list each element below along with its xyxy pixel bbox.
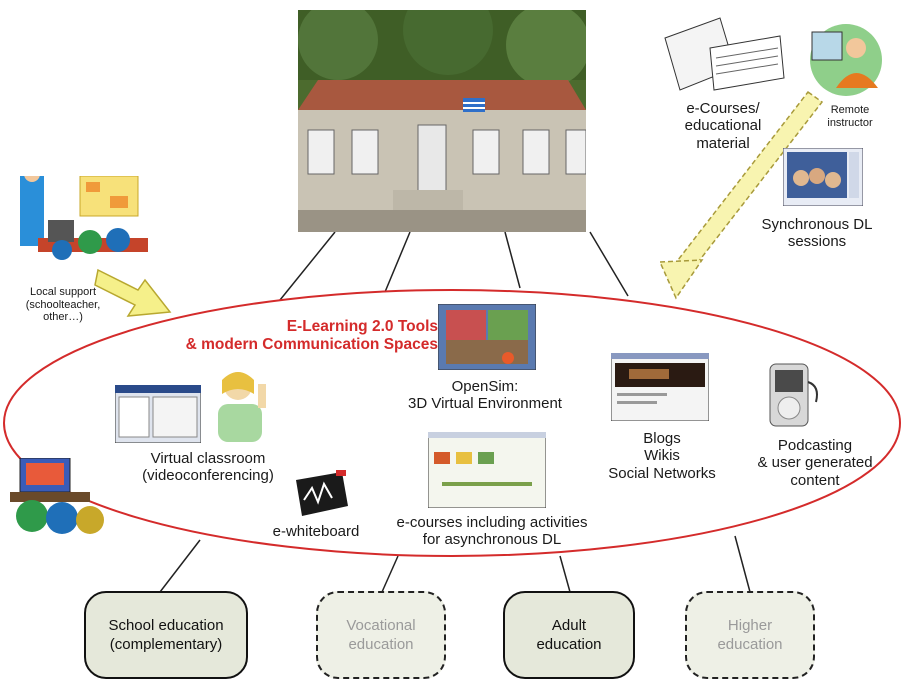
ecourses-line1: e-courses including activities (396, 514, 588, 531)
virtual-classroom-screenshot (115, 385, 201, 443)
opensim-line1: OpenSim: (451, 378, 519, 395)
ecourses-material-line3: material (696, 134, 750, 152)
local-support-arrow (94, 268, 172, 317)
tools-ellipse (3, 289, 901, 557)
adult-education-line2: education (536, 636, 602, 653)
virtual-classroom-line1: Virtual classroom (150, 450, 266, 467)
blogs-line3: Social Networks (608, 464, 716, 482)
students-computer-illustration (10, 458, 104, 534)
ecourses-material-label: e-Courses/ educational material (668, 100, 778, 152)
opensim-line2: 3D Virtual Environment (408, 395, 562, 413)
school-photo (298, 10, 586, 232)
opensim-screenshot (438, 304, 536, 370)
ecourses-material-line1: e-Courses/ (686, 100, 760, 117)
school-education-line1: School education (108, 616, 224, 634)
center-title: E-Learning 2.0 Tools & modern Communicat… (128, 318, 438, 354)
local-classroom-illustration (20, 176, 148, 260)
higher-education-box: Higher education (685, 591, 815, 679)
connector-line (559, 555, 571, 593)
remote-instructor-label: Remote instructor (818, 104, 882, 129)
vocational-education-box: Vocational education (316, 591, 446, 679)
local-support-label: Local support (schoolteacher, other…) (14, 286, 112, 324)
connector-line (279, 231, 336, 301)
ecourses-line2: for asynchronous DL (422, 531, 562, 549)
blogs-screenshot (611, 353, 709, 421)
podcasting-line3: content (790, 471, 840, 489)
remote-instructor-line2: instructor (827, 116, 873, 129)
ecourses-label: e-courses including activities for async… (372, 514, 612, 549)
ipod-illustration (769, 363, 818, 427)
whiteboard-label: e-whiteboard (272, 523, 360, 540)
books-illustration (664, 17, 785, 91)
teacher-illustration (218, 372, 266, 442)
connector-line (504, 231, 521, 289)
adult-education-line1: Adult (551, 616, 587, 634)
podcasting-line2: & user generated (757, 454, 873, 472)
connector-line (159, 539, 201, 593)
blogs-label: Blogs Wikis Social Networks (582, 430, 742, 482)
vocational-education-line1: Vocational (346, 616, 416, 634)
local-support-line1: Local support (29, 286, 97, 298)
ecourses-material-line2: educational (684, 117, 762, 135)
opensim-label: OpenSim: 3D Virtual Environment (380, 378, 590, 413)
connector-line (381, 555, 399, 593)
adult-education-box: Adult education (503, 591, 635, 679)
school-education-line2: (complementary) (109, 636, 223, 653)
whiteboard-illustration (296, 470, 348, 516)
podcasting-label: Podcasting & user generated content (740, 437, 890, 489)
local-support-line3: other…) (43, 311, 83, 324)
ecourses-screenshot (428, 432, 546, 508)
school-education-box: School education (complementary) (84, 591, 248, 679)
center-title-line2: & modern Communication Spaces (185, 335, 438, 353)
connector-line (589, 231, 629, 297)
remote-instructor-arrow (658, 90, 824, 300)
virtual-classroom-line2: (videoconferencing) (142, 467, 274, 485)
remote-instructor-illustration (810, 24, 882, 96)
center-title-line1: E-Learning 2.0 Tools (286, 318, 438, 335)
synchronous-dl-line1: Synchronous DL (761, 216, 873, 233)
higher-education-line2: education (717, 636, 783, 653)
synchronous-dl-label: Synchronous DL sessions (752, 216, 882, 251)
blogs-line1: Blogs (643, 430, 681, 447)
virtual-classroom-label: Virtual classroom (videoconferencing) (118, 450, 298, 485)
blogs-line2: Wikis (644, 447, 680, 465)
remote-instructor-line1: Remote (830, 104, 870, 116)
podcasting-line1: Podcasting (777, 437, 853, 454)
connector-line (734, 535, 751, 593)
synchronous-dl-line2: sessions (787, 233, 847, 251)
higher-education-line1: Higher (727, 616, 773, 634)
vocational-education-line2: education (348, 636, 414, 653)
local-support-line2: (schoolteacher, (25, 298, 101, 311)
connector-line (384, 231, 411, 293)
synchronous-dl-screenshot (783, 148, 863, 206)
